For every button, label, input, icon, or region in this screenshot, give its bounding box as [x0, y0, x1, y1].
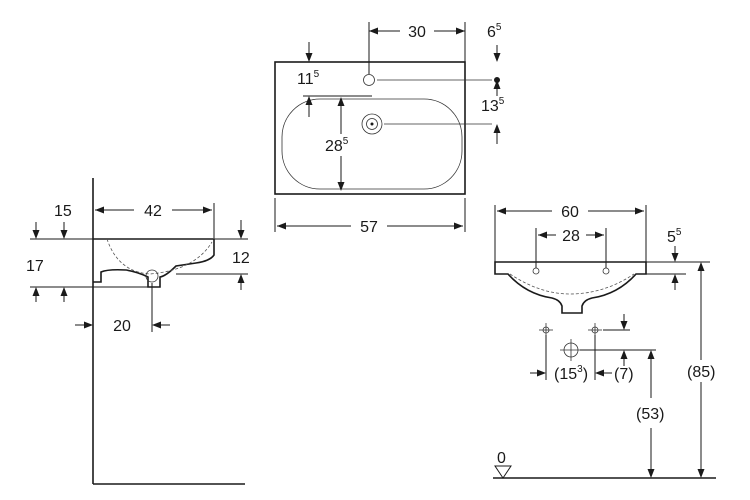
drain-position-left [539, 323, 553, 337]
arrow [203, 206, 212, 214]
floor-marker [494, 465, 512, 479]
arrow [635, 207, 644, 215]
drain-center [370, 122, 374, 126]
arrow [595, 369, 604, 377]
drain-offset-label: 20 [113, 318, 131, 335]
arrow [647, 469, 655, 478]
depth-label: 42 [144, 203, 162, 220]
arrow [620, 350, 628, 359]
arrow [493, 53, 501, 62]
arrow [60, 287, 68, 296]
arrow [32, 287, 40, 296]
arrow [538, 231, 547, 239]
floor-label: 0 [497, 450, 506, 467]
basin-outline-top [274, 61, 466, 195]
arrow [369, 27, 378, 35]
arrow [671, 274, 679, 283]
arrow [493, 124, 501, 133]
arrow [237, 274, 245, 283]
arrow [277, 222, 286, 230]
front-rim-label: 55 [667, 227, 682, 246]
bowl-hidden-front [509, 273, 635, 295]
holes-label: 28 [562, 228, 580, 245]
front-width-label: 60 [561, 204, 579, 221]
arrow [32, 230, 40, 239]
drain-offset-front-label: (7) [614, 366, 634, 383]
drain-position-right [588, 323, 602, 337]
side-view: 42 15 17 12 20 [26, 178, 250, 485]
arrow [237, 230, 245, 239]
bowl-hidden-side [106, 238, 213, 275]
basin-profile-front [494, 261, 647, 314]
tap-hole [363, 74, 375, 86]
drain-position-center [560, 339, 582, 361]
arrow [697, 469, 705, 478]
edge-offset-label: 65 [487, 22, 502, 41]
arrow [595, 231, 604, 239]
arrow [620, 321, 628, 330]
basin-profile-side [93, 238, 215, 288]
arrow [647, 350, 655, 359]
total-height-label: (85) [687, 364, 715, 381]
arrow [697, 262, 705, 271]
arrow [60, 230, 68, 239]
width-label: 57 [360, 219, 378, 236]
tap-offset-label: 30 [408, 24, 426, 41]
tap-depth-label: 115 [297, 69, 320, 88]
top-view: 30 65 115 285 135 57 [274, 22, 505, 236]
front-view: 60 28 55 [493, 204, 716, 479]
drain-height-label: (53) [636, 406, 664, 423]
arrow [305, 96, 313, 105]
arrow [95, 206, 104, 214]
arrow [305, 53, 313, 62]
arrow [152, 321, 161, 329]
arrow [537, 369, 546, 377]
arrow [337, 97, 345, 106]
drain-ring-outer [361, 113, 383, 135]
arrow [454, 222, 463, 230]
arrow [84, 321, 93, 329]
hole-right [602, 267, 610, 275]
arrow [497, 207, 506, 215]
bowl-outline-top [281, 98, 463, 190]
rim-thickness-label: 12 [232, 250, 250, 267]
bowl-depth-label: 285 [325, 136, 349, 155]
drain-side [145, 269, 159, 283]
arrow [337, 182, 345, 191]
drain-spacing-label: (153) [554, 364, 588, 383]
drain-ring-inner [366, 118, 378, 130]
hole-left [532, 267, 540, 275]
tap-gap-label: 135 [481, 96, 505, 115]
arrow [456, 27, 465, 35]
arrow [671, 253, 679, 262]
bowl-label: 17 [26, 258, 44, 275]
rim-label: 15 [54, 203, 72, 220]
arrow [493, 80, 501, 89]
